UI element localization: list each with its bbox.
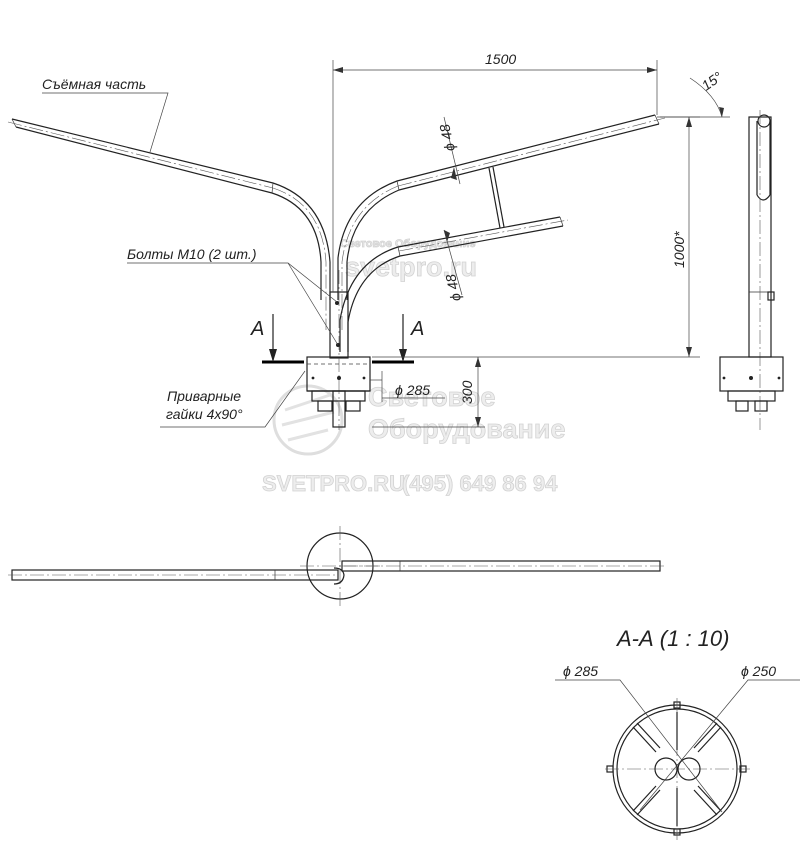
nuts-label-line1: Приварные bbox=[167, 388, 241, 404]
watermark-company-line2: Оборудование bbox=[368, 414, 565, 444]
section-a-a: А-А (1 : 10) ϕ 285 ϕ 250 bbox=[555, 626, 800, 840]
front-view bbox=[7, 114, 666, 430]
section-mark-left: A bbox=[250, 318, 264, 340]
top-view bbox=[8, 526, 666, 606]
dim-base-height: 300 bbox=[459, 380, 475, 404]
right-lower-arm bbox=[339, 216, 569, 352]
watermark-company-top: Световое Оборудование bbox=[340, 238, 475, 250]
bolt-upper bbox=[335, 301, 339, 305]
removable-part-label: Съёмная часть bbox=[42, 76, 146, 92]
leaders: Съёмная часть Болты М10 (2 шт.) Приварны… bbox=[42, 76, 339, 428]
section-marks: A A bbox=[250, 314, 424, 364]
section-dim-inner: ϕ 250 bbox=[741, 663, 776, 679]
watermark-company-line1: Световое bbox=[368, 382, 496, 412]
watermark-site-bottom: SVETPRO.RU bbox=[262, 471, 405, 496]
side-view bbox=[719, 110, 784, 430]
nuts-label-line2: гайки 4х90° bbox=[166, 406, 243, 422]
section-dim-outer: ϕ 285 bbox=[563, 663, 598, 679]
watermark-phone: (495) 649 86 94 bbox=[402, 471, 558, 496]
dim-flange: ϕ 285 bbox=[395, 382, 430, 398]
dim-height: 1000* bbox=[671, 231, 687, 268]
section-title: А-А (1 : 10) bbox=[615, 626, 729, 651]
dim-angle: 15° bbox=[699, 68, 726, 93]
dim-span: 1500 bbox=[485, 51, 516, 67]
dim-pipe-upper: ϕ 48 bbox=[436, 123, 458, 153]
section-mark-right: A bbox=[410, 318, 424, 340]
dim-pipe-lower: ϕ 48 bbox=[442, 273, 464, 303]
left-arm bbox=[7, 118, 331, 330]
watermark: Световое Оборудование svetpro.ru Светово… bbox=[262, 238, 566, 497]
front-dimensions: 1500 15° ϕ 48 ϕ 48 1000* 300 ϕ 285 bbox=[332, 51, 730, 428]
right-upper-arm bbox=[337, 114, 666, 330]
bolts-label: Болты М10 (2 шт.) bbox=[127, 246, 256, 262]
